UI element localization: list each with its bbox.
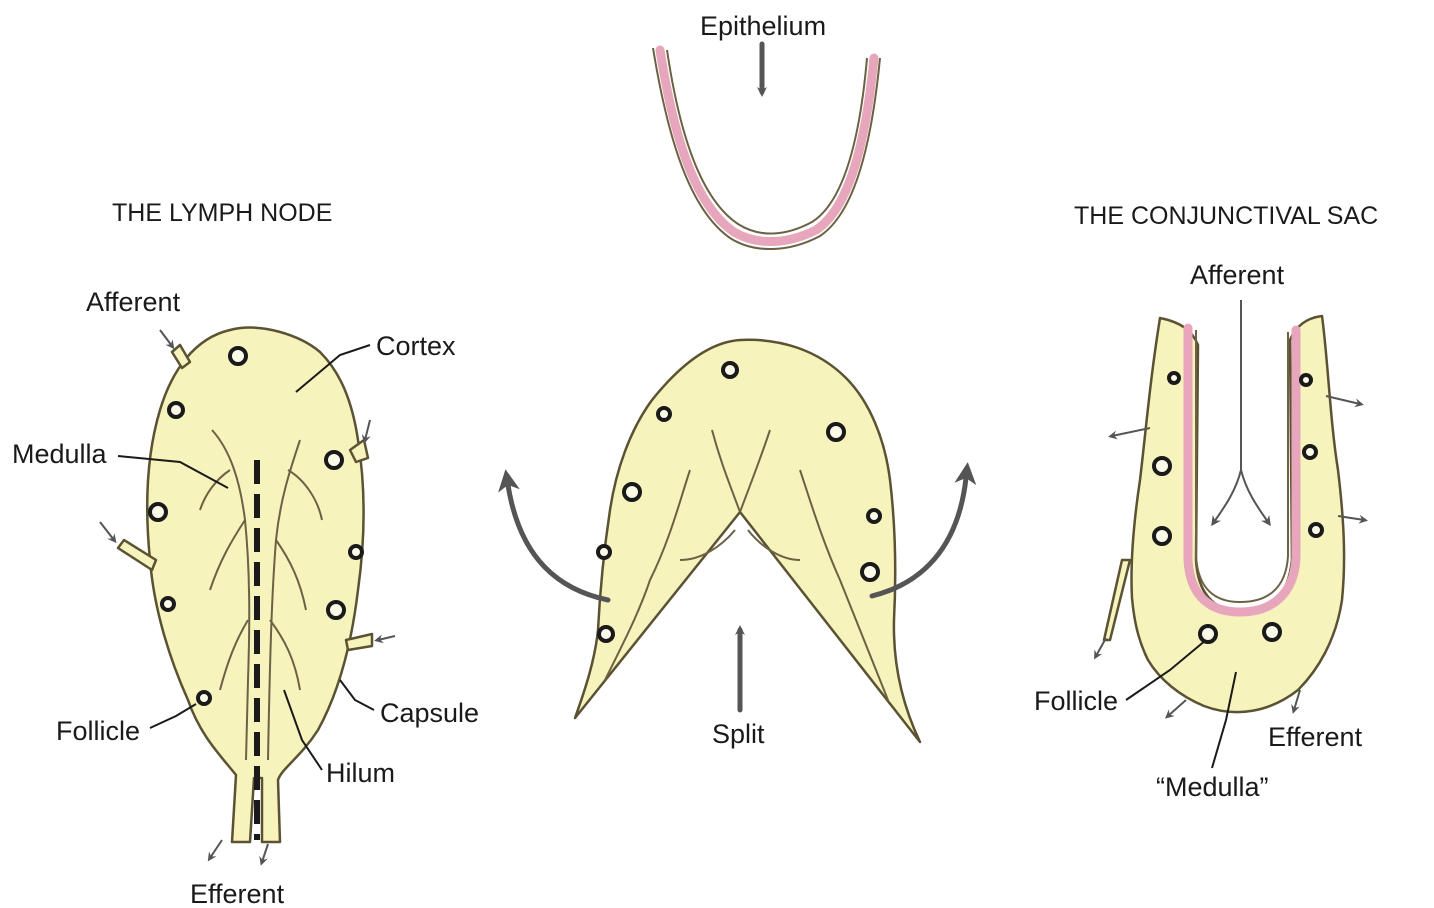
follicle [350, 546, 362, 558]
follicle-leader [150, 704, 196, 728]
follicle [326, 452, 342, 468]
follicle [1264, 624, 1280, 640]
follicle [169, 403, 183, 417]
follicle [828, 424, 844, 440]
follicle [599, 627, 613, 641]
medulla-label: Medulla [12, 439, 108, 469]
conjunctival-efferent-label: Efferent [1268, 722, 1363, 752]
capsule-label: Capsule [380, 698, 479, 728]
conjunctival-sac-title: THE CONJUNCTIVAL SAC [1074, 202, 1378, 230]
lymph-node-panel: THE LYMPH NODE [12, 199, 479, 908]
epithelium-outer-line [653, 48, 880, 249]
follicle [1200, 626, 1216, 642]
follicle [328, 602, 344, 618]
afferent-vessel-top [172, 345, 190, 368]
conjunctival-afferent-arrow [1214, 300, 1268, 522]
hilum-label: Hilum [326, 758, 395, 788]
follicle [723, 363, 737, 377]
follicle [624, 484, 640, 500]
lymph-node-efferent-label: Efferent [190, 879, 285, 908]
split-panel: Epithelium [508, 11, 966, 749]
lymph-node-afferent-label: Afferent [86, 287, 181, 317]
follicle [230, 348, 246, 364]
follicle [1154, 458, 1170, 474]
conjunctival-tissue [1131, 316, 1344, 712]
follicle [1154, 528, 1170, 544]
follicle [1304, 446, 1316, 458]
follicle [162, 598, 174, 610]
conjunctival-follicle-label: Follicle [1034, 686, 1118, 716]
follicle [1169, 373, 1179, 383]
follicle [150, 504, 166, 520]
split-tissue [575, 340, 920, 742]
conjunctival-medulla-label: “Medulla” [1156, 772, 1269, 802]
lymph-node-follicle-label: Follicle [56, 716, 140, 746]
conjunctival-sac-panel: THE CONJUNCTIVAL SAC Afferent [1034, 202, 1378, 802]
follicle [862, 564, 878, 580]
split-left-curved-arrow [508, 485, 608, 600]
follicle [658, 408, 670, 420]
follicle [868, 510, 880, 522]
follicle [598, 546, 610, 558]
lymph-node-title: THE LYMPH NODE [112, 199, 332, 227]
follicle [1310, 524, 1322, 536]
follicle [1301, 375, 1311, 385]
cortex-label: Cortex [376, 331, 456, 361]
epithelium-label: Epithelium [700, 11, 826, 41]
conjunctival-side-vessel [1104, 560, 1130, 640]
follicle [198, 692, 210, 704]
capsule-leader [340, 680, 374, 710]
split-label: Split [712, 719, 765, 749]
conjunctival-afferent-label: Afferent [1190, 260, 1285, 290]
